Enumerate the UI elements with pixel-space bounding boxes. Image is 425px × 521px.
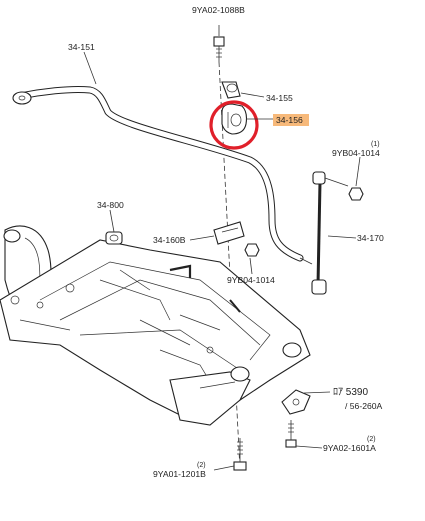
label-clamp: 34-160B (153, 235, 186, 245)
bottom-bolt (233, 438, 247, 471)
clamp (213, 221, 245, 245)
label-link: 34-170 (357, 233, 384, 243)
stabilizer-link (299, 171, 349, 295)
label-nut-right: 9YB04-1014 (332, 148, 380, 158)
bushing (221, 103, 248, 135)
bracket-5390 (281, 389, 311, 415)
label-top-bolt: 9YA02-1088B (192, 5, 245, 15)
label-stabilizer-bar: 34-151 (68, 42, 95, 52)
center-nut (244, 243, 260, 257)
right-bolt (285, 420, 297, 448)
label-crossmember-mount: 34-800 (97, 200, 124, 210)
highlight-box (273, 114, 309, 126)
right-nut (348, 187, 364, 201)
top-bolt (213, 36, 225, 62)
label-bushing: 34-156 (276, 115, 303, 125)
highlight-circle (209, 100, 259, 150)
bushing-bracket (221, 81, 241, 99)
label-bolt-bottom: 9YA01-1201B (153, 469, 206, 479)
label-bolt-right: 9YA02-1601A (323, 443, 376, 453)
label-bolt-right-qty: (2) (367, 436, 376, 443)
label-bolt-bottom-qty: (2) (197, 462, 206, 469)
label-ref-56260a: / 56-260A (345, 401, 383, 411)
label-bushing-bracket: 34-155 (266, 93, 293, 103)
leader-lines (83, 51, 361, 471)
crossmember (0, 225, 311, 426)
label-ref-5390: ﾛｱ 5390 (333, 387, 368, 398)
label-nut-right-qty: (1) (371, 141, 380, 148)
label-nut-center: 9YB04-1014 (227, 275, 275, 285)
stabilizer-bar (12, 85, 304, 262)
